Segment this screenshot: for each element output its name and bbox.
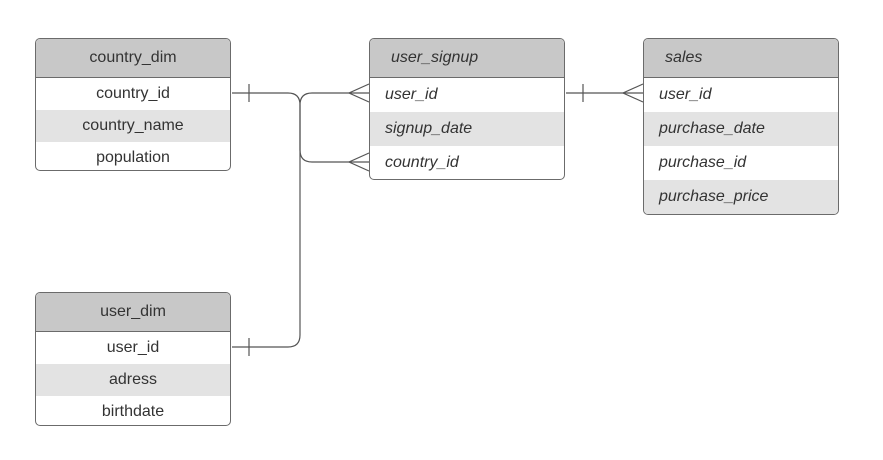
entity-title: user_signup	[370, 39, 564, 78]
field-adress: adress	[36, 364, 230, 396]
many-marker-signup-country-id	[347, 152, 370, 172]
field-purchase-id: purchase_id	[659, 154, 747, 171]
connector-user-to-signup	[232, 92, 369, 348]
entity-title: country_dim	[36, 39, 230, 78]
field-user-id: user_id	[659, 86, 712, 103]
many-marker-sales-user-id	[621, 83, 644, 103]
entity-title: user_dim	[36, 293, 230, 332]
field-country-id: country_id	[96, 85, 170, 102]
many-marker-signup-user-id	[347, 83, 370, 103]
entity-country-dim[interactable]: country_dim country_id country_name popu…	[35, 38, 231, 171]
field-country-name: country_name	[36, 110, 230, 142]
field-purchase-date: purchase_date	[644, 112, 838, 146]
entity-user-signup[interactable]: user_signup user_id signup_date country_…	[369, 38, 565, 180]
field-birthdate: birthdate	[101, 403, 165, 420]
entity-sales[interactable]: sales user_id purchase_date purchase_id …	[643, 38, 839, 215]
field-purchase-price: purchase_price	[644, 180, 838, 214]
field-country-id: country_id	[385, 154, 459, 171]
entity-title: sales	[644, 39, 838, 78]
field-user-id: user_id	[385, 86, 438, 103]
field-population: population	[96, 149, 170, 166]
entity-user-dim[interactable]: user_dim user_id adress birthdate	[35, 292, 231, 426]
field-signup-date: signup_date	[370, 112, 564, 146]
field-user-id: user_id	[106, 339, 160, 356]
